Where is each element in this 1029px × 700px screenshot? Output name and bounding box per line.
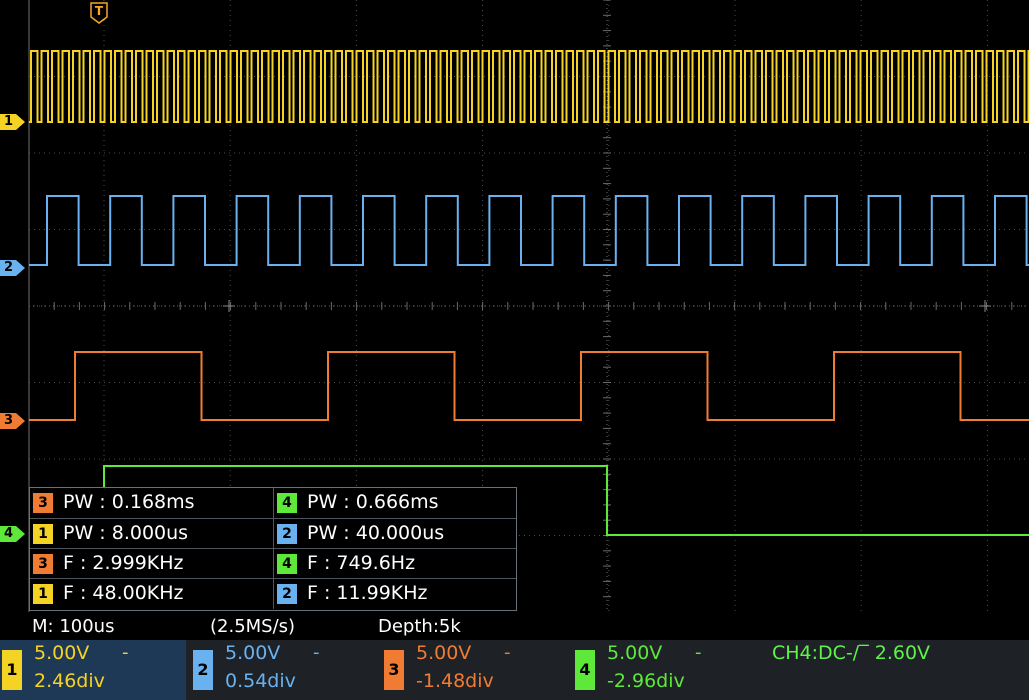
channel-2-number: 2 xyxy=(193,650,213,690)
channel-badge: 2 xyxy=(277,524,297,544)
ch1-ground-marker[interactable]: 1 xyxy=(0,113,26,131)
trigger-label: T xyxy=(95,4,104,18)
measurement-cell: 2 PW : 40.000us xyxy=(273,519,517,549)
channel-2-coupling: - xyxy=(313,642,320,663)
channel-4-position: -2.96div xyxy=(607,670,685,692)
channel-badge: 1 xyxy=(33,524,53,544)
ch2-marker-label: 2 xyxy=(4,260,14,275)
waveform-display: T 1 2 3 4 3 PW : 0.168ms 4 PW : 0.666ms xyxy=(0,0,1029,640)
channel-1-number: 1 xyxy=(2,650,22,690)
ch2-ground-marker[interactable]: 2 xyxy=(0,259,26,277)
trace-ch1 xyxy=(29,50,1029,123)
ch1-marker-label: 1 xyxy=(4,114,14,129)
channel-2-volts-per-div: 5.00V xyxy=(225,642,281,664)
channel-3-settings[interactable]: 3 5.00V - -1.48div xyxy=(382,640,568,700)
measurement-cell: 3 PW : 0.168ms xyxy=(30,488,273,518)
channel-4-number: 4 xyxy=(575,650,595,690)
traces xyxy=(29,50,1029,536)
trace-ch2 xyxy=(29,195,1029,266)
ch3-marker-label: 3 xyxy=(4,413,14,428)
channel-badge: 1 xyxy=(33,584,53,604)
memory-depth-label[interactable]: Depth:5k xyxy=(378,616,461,637)
timebase-label[interactable]: M: 100us xyxy=(32,616,115,637)
channel-1-coupling: - xyxy=(122,642,129,663)
measurement-cell: 4 F : 749.6Hz xyxy=(273,549,517,579)
measurement-value: PW : 40.000us xyxy=(307,522,445,544)
channel-badge: 2 xyxy=(277,584,297,604)
measurement-cell: 4 PW : 0.666ms xyxy=(273,488,517,518)
channel-4-coupling: - xyxy=(695,642,702,663)
measurement-row: 1 F : 48.00KHz 2 F : 11.99KHz xyxy=(30,578,516,609)
channel-2-settings[interactable]: 2 5.00V - 0.54div xyxy=(191,640,377,700)
measurement-value: PW : 0.168ms xyxy=(63,491,195,513)
measurement-row: 3 F : 2.999KHz 4 F : 749.6Hz xyxy=(30,548,516,579)
measurement-cell: 2 F : 11.99KHz xyxy=(273,579,517,609)
channel-4-settings[interactable]: 4 5.00V - -2.96div xyxy=(573,640,759,700)
channel-1-volts-per-div: 5.00V xyxy=(34,642,90,664)
measurement-value: PW : 0.666ms xyxy=(307,491,439,513)
measurement-value: F : 749.6Hz xyxy=(307,552,416,574)
channel-info-bar: 1 5.00V - 2.46div 2 5.00V - 0.54div 3 5.… xyxy=(0,640,1029,700)
ch4-marker-label: 4 xyxy=(4,526,14,541)
measurement-cell: 3 F : 2.999KHz xyxy=(30,549,273,579)
measurement-row: 1 PW : 8.000us 2 PW : 40.000us xyxy=(30,518,516,549)
measurement-value: F : 2.999KHz xyxy=(63,552,184,574)
sample-rate-label: (2.5MS/s) xyxy=(210,616,296,637)
measurement-cell: 1 F : 48.00KHz xyxy=(30,579,273,609)
ch3-ground-marker[interactable]: 3 xyxy=(0,412,26,430)
channel-3-coupling: - xyxy=(504,642,511,663)
acquisition-status-bar: M: 100us (2.5MS/s) Depth:5k xyxy=(0,614,1029,640)
measurement-panel: 3 PW : 0.168ms 4 PW : 0.666ms 1 PW : 8.0… xyxy=(29,487,517,611)
channel-4-volts-per-div: 5.00V xyxy=(607,642,663,664)
channel-2-position: 0.54div xyxy=(225,670,296,692)
channel-3-number: 3 xyxy=(384,650,404,690)
measurement-value: F : 48.00KHz xyxy=(63,582,184,604)
channel-badge: 3 xyxy=(33,493,53,513)
channel-badge: 3 xyxy=(33,554,53,574)
trace-ch3 xyxy=(29,351,1029,421)
waveform-canvas xyxy=(28,0,1029,612)
trigger-position-icon[interactable]: T xyxy=(90,2,108,24)
channel-3-position: -1.48div xyxy=(416,670,494,692)
measurement-cell: 1 PW : 8.000us xyxy=(30,519,273,549)
channel-badge: 4 xyxy=(277,554,297,574)
trigger-settings[interactable]: CH4:DC-∕‾ 2.60V xyxy=(772,642,931,664)
ch4-ground-marker[interactable]: 4 xyxy=(0,525,26,543)
measurement-value: PW : 8.000us xyxy=(63,522,189,544)
channel-1-settings[interactable]: 1 5.00V - 2.46div xyxy=(0,640,186,700)
channel-3-volts-per-div: 5.00V xyxy=(416,642,472,664)
measurement-value: F : 11.99KHz xyxy=(307,582,428,604)
channel-1-position: 2.46div xyxy=(34,670,105,692)
channel-badge: 4 xyxy=(277,493,297,513)
measurement-row: 3 PW : 0.168ms 4 PW : 0.666ms xyxy=(30,488,516,518)
